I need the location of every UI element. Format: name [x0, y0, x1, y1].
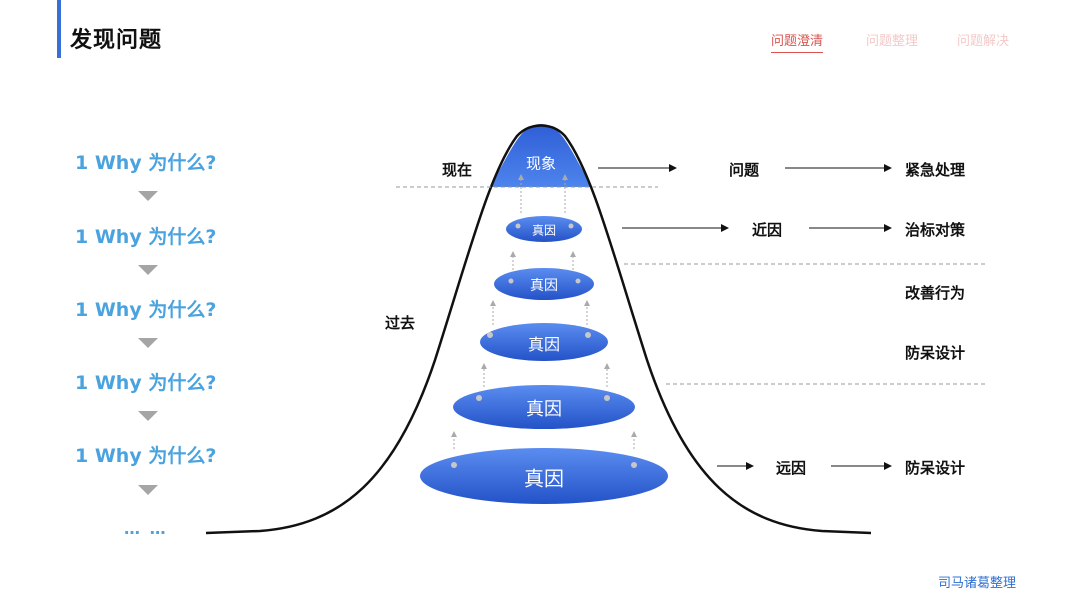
- why-item-2: 1 Why 为什么?: [75, 226, 217, 248]
- true-cause-oval-4: [453, 385, 635, 429]
- true-cause-oval-1: [506, 216, 582, 242]
- tab-problem-solving[interactable]: 问题解决: [957, 34, 1010, 49]
- true-cause-label-5: 真因: [524, 466, 564, 491]
- tab-problem-clarification[interactable]: 问题澄清: [771, 30, 824, 53]
- bell-curve: [205, 124, 872, 535]
- why-item-3: 1 Why 为什么?: [75, 299, 217, 321]
- true-cause-oval-2: [494, 268, 594, 300]
- true-cause-label-4: 真因: [526, 399, 562, 420]
- past-label: 过去: [385, 314, 416, 332]
- phenomenon-label: 现象: [525, 154, 557, 173]
- mistake-proofing-label: 防呆设计: [905, 344, 966, 362]
- why-item-5: 1 Why 为什么?: [75, 445, 217, 467]
- down-arrow-icon: [138, 338, 158, 348]
- true-cause-oval-3: [480, 323, 608, 361]
- emergency-handling-label: 紧急处理: [905, 161, 966, 179]
- down-arrow-icon: [138, 485, 158, 495]
- proximate-cause-label: 近因: [752, 221, 783, 239]
- tab-problem-organization[interactable]: 问题整理: [866, 34, 919, 49]
- root-cause-label: 远因: [776, 459, 807, 477]
- down-arrow-icon: [138, 411, 158, 421]
- credit-footer: 司马诸葛整理: [938, 576, 1017, 591]
- true-cause-label-1: 真因: [531, 223, 557, 238]
- why-item-4: 1 Why 为什么?: [75, 372, 217, 394]
- true-cause-label-3: 真因: [527, 335, 561, 354]
- why-item-1: 1 Why 为什么?: [75, 152, 217, 174]
- improve-behavior-label: 改善行为: [905, 284, 966, 302]
- phenomenon-cap: [489, 124, 593, 187]
- root-mistake-proofing-label: 防呆设计: [905, 459, 966, 477]
- true-cause-oval-5: [420, 448, 668, 504]
- now-label: 现在: [442, 161, 473, 179]
- title-accent-bar: [57, 0, 61, 58]
- page-title: 发现问题: [70, 28, 163, 53]
- symptomatic-countermeasure-label: 治标对策: [905, 221, 966, 239]
- true-cause-label-2: 真因: [530, 278, 558, 294]
- problem-label: 问题: [729, 161, 760, 179]
- down-arrow-icon: [138, 191, 158, 201]
- why-ellipsis: … …: [124, 519, 168, 538]
- down-arrow-icon: [138, 265, 158, 275]
